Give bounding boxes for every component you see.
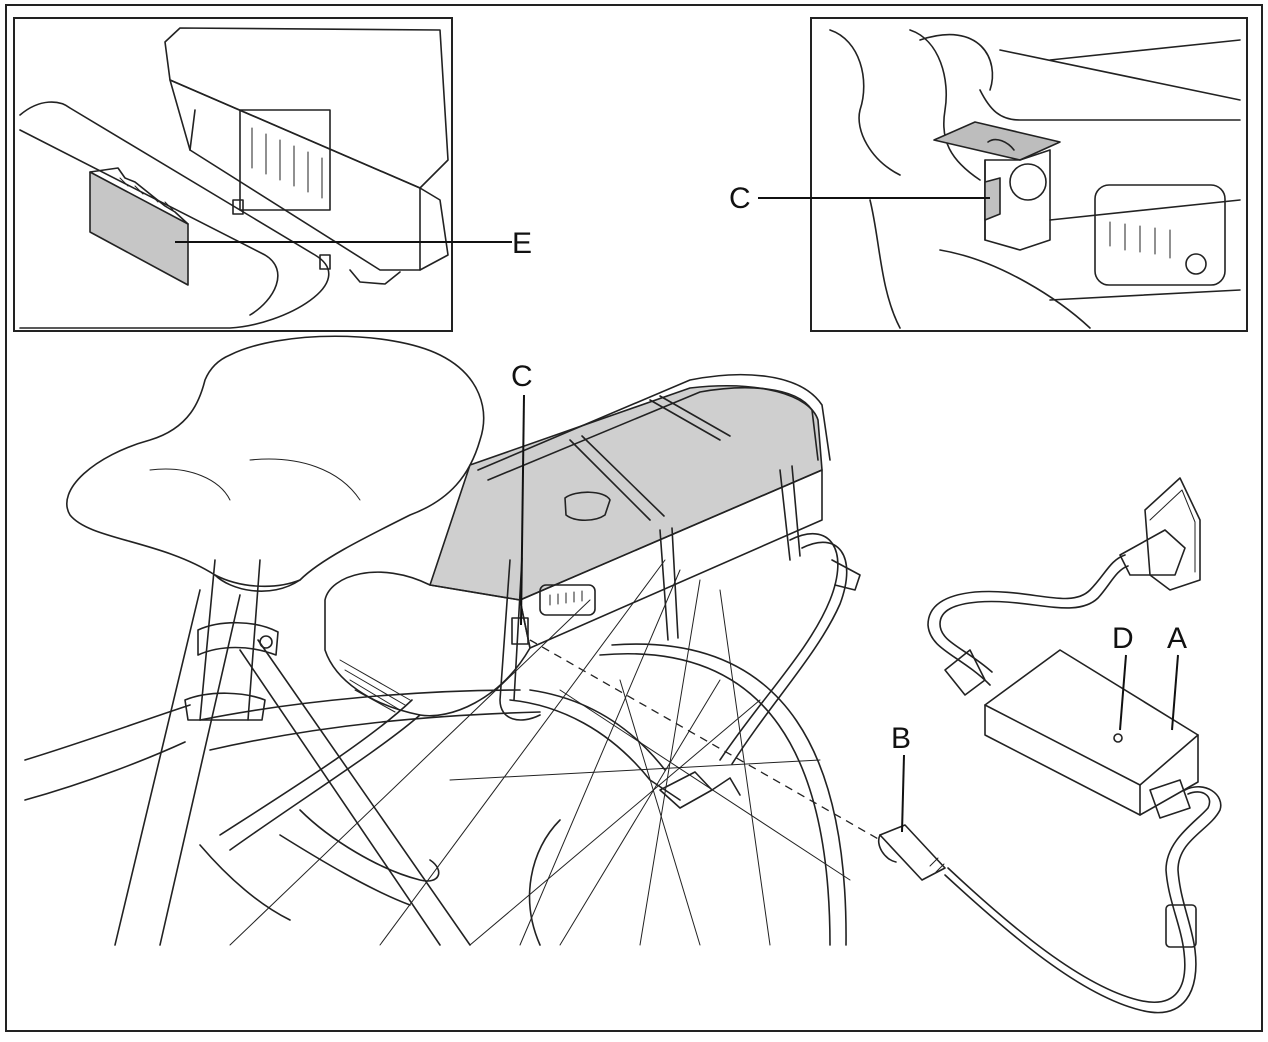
bicycle-frame	[24, 589, 541, 946]
rear-wheel	[229, 559, 851, 946]
luggage-rack	[199, 373, 861, 946]
callout-label-d: D	[1112, 622, 1134, 655]
charger-mains-cable	[927, 529, 1186, 696]
charger-adapter	[984, 649, 1199, 816]
callout-label-e: E	[512, 227, 533, 260]
charger-output-cable	[878, 779, 1222, 1014]
saddle	[66, 335, 485, 592]
callout-label-c-inset: C	[729, 182, 751, 215]
bicycle-rear-illustration	[24, 335, 1222, 1014]
wall-socket	[1144, 477, 1201, 591]
charger-led-indicator	[1113, 733, 1123, 743]
callout-label-b: B	[891, 722, 912, 755]
callout-label-c-main: C	[511, 360, 533, 393]
callout-label-a: A	[1167, 622, 1188, 655]
inset-left-battery-contacts	[13, 17, 512, 332]
outer-frame	[5, 4, 1263, 1032]
seat-post	[184, 559, 279, 721]
battery-charge-socket	[511, 617, 529, 645]
charging-path-dashed	[529, 639, 881, 841]
rack-battery	[324, 385, 823, 717]
inset-right-charge-socket	[758, 17, 1248, 332]
